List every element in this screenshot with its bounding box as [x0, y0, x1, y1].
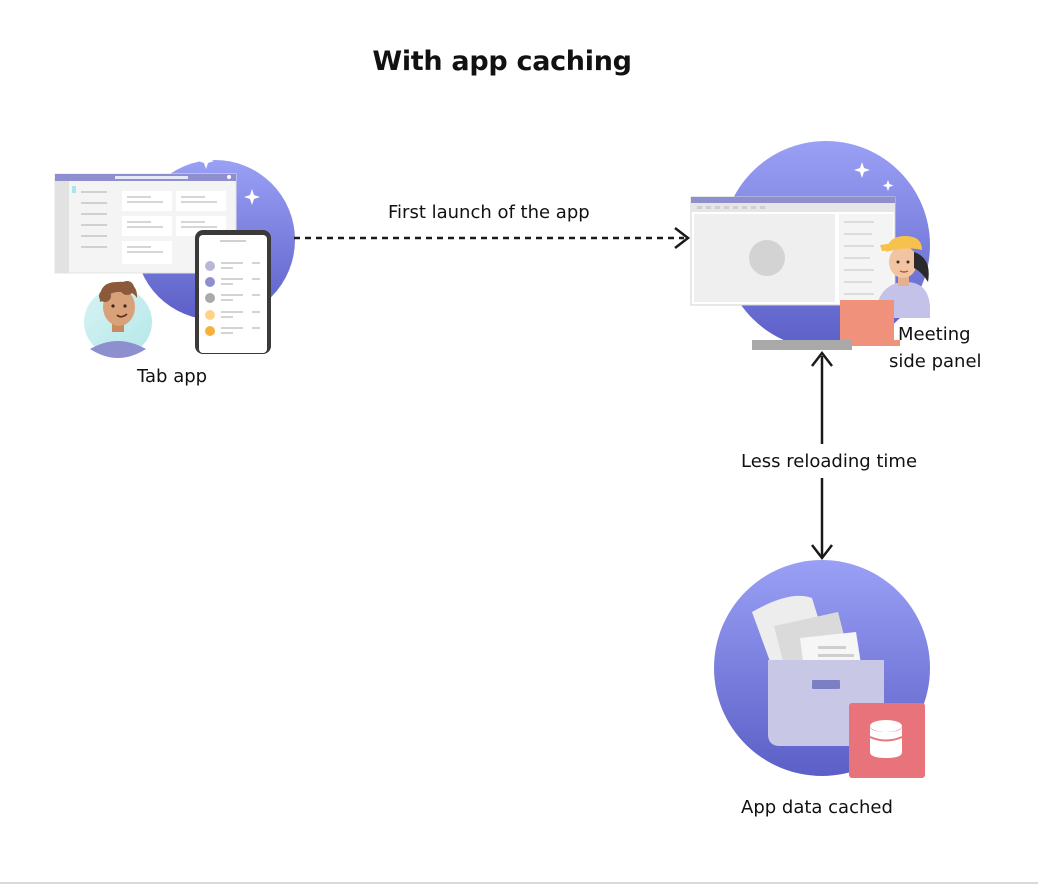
meeting-label-line2: side panel — [889, 351, 982, 372]
tab-app-illustration — [54, 153, 295, 358]
page-title: With app caching — [372, 46, 632, 77]
meeting-label-line1: Meeting — [898, 324, 971, 345]
reloading-arrow — [811, 350, 833, 561]
cached-label: App data cached — [741, 797, 893, 818]
reloading-label: Less reloading time — [741, 451, 918, 472]
app-data-cached-illustration — [714, 560, 930, 778]
meeting-side-panel-illustration — [690, 141, 930, 350]
first-launch-arrow — [294, 227, 691, 249]
bottom-divider — [0, 882, 1038, 884]
tab-app-label: Tab app — [137, 366, 208, 387]
first-launch-label: First launch of the app — [388, 202, 590, 223]
